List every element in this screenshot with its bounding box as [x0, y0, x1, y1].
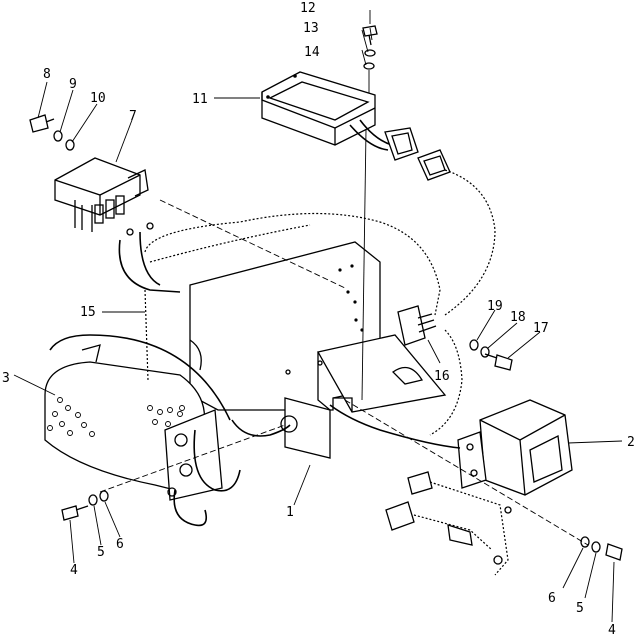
callout-19: 19	[487, 299, 503, 314]
callout-2: 2	[627, 435, 635, 450]
callout-3: 3	[2, 371, 10, 386]
bolt-8	[29, 114, 55, 133]
washer-9	[53, 130, 63, 142]
bolt-4-left	[61, 505, 89, 521]
mounting-bracket	[189, 241, 447, 459]
callout-14: 14	[304, 45, 320, 60]
washer-13	[364, 49, 376, 57]
component-box-2	[457, 399, 573, 496]
callout-7: 7	[129, 109, 137, 124]
callout-1: 1	[286, 505, 294, 520]
callout-16: 16	[434, 369, 450, 384]
washer-6-right	[580, 536, 590, 548]
callout-15: 15	[80, 305, 96, 320]
callout-12: 12	[300, 1, 316, 16]
leader-lines	[13, 10, 623, 623]
washer-19	[469, 339, 479, 351]
bolt-4-right	[605, 543, 623, 561]
wiring	[49, 212, 463, 527]
washer-6-left	[99, 490, 109, 502]
callout-9: 9	[69, 77, 77, 92]
component-box-3	[44, 344, 223, 501]
controller-11	[261, 71, 419, 161]
callout-13: 13	[303, 21, 319, 36]
callout-5-right: 5	[576, 601, 584, 616]
relay-7	[54, 157, 149, 232]
connector-16	[397, 305, 437, 346]
callout-5-left: 5	[97, 545, 105, 560]
callout-4-left: 4	[70, 563, 78, 578]
screw-12	[362, 25, 378, 46]
washer-14	[363, 62, 375, 70]
callout-4-right: 4	[608, 623, 616, 636]
callout-8: 8	[43, 67, 51, 82]
callout-18: 18	[510, 310, 526, 325]
washer-5-right	[591, 541, 601, 553]
callout-6-right: 6	[548, 591, 556, 606]
callout-17: 17	[533, 321, 549, 336]
washer-5-left	[88, 494, 98, 506]
bolt-17	[484, 353, 513, 371]
connector-top-right	[417, 149, 496, 316]
callout-6-left: 6	[116, 537, 124, 552]
leader-axis-vertical	[361, 129, 367, 401]
callout-11: 11	[192, 92, 208, 107]
callout-10: 10	[90, 91, 106, 106]
wire-harness-lower	[385, 471, 512, 576]
washer-10	[65, 139, 75, 151]
vent-holes	[47, 397, 185, 437]
